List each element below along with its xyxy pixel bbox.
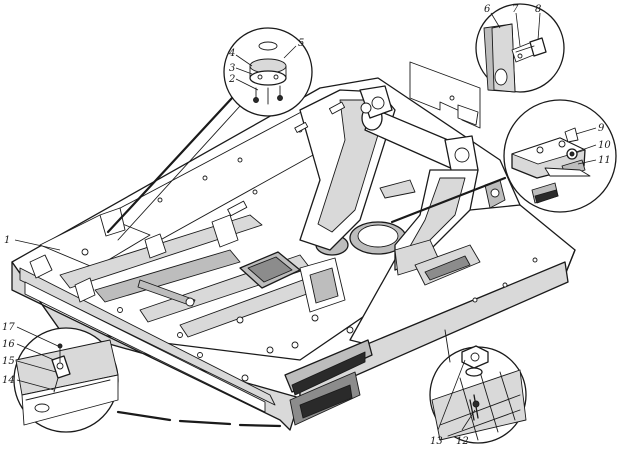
callout-17: 17 bbox=[2, 322, 15, 333]
callout-7: 7 bbox=[512, 4, 519, 15]
callout-9: 9 bbox=[598, 123, 605, 134]
detail-circle-bottom-right bbox=[429, 329, 527, 444]
callout-14: 14 bbox=[2, 375, 15, 386]
callout-4: 4 bbox=[228, 48, 235, 59]
callout-13: 13 bbox=[430, 436, 443, 447]
callout-8: 8 bbox=[535, 4, 541, 15]
callout-16: 16 bbox=[2, 339, 15, 350]
callout-10: 10 bbox=[598, 140, 611, 151]
callout-15: 15 bbox=[2, 356, 15, 367]
callout-1: 1 bbox=[4, 235, 10, 246]
detail-circle-right bbox=[390, 99, 617, 224]
callout-2: 2 bbox=[228, 74, 235, 85]
callout-5: 5 bbox=[298, 38, 304, 49]
main-frame bbox=[11, 61, 576, 431]
callout-12: 12 bbox=[456, 436, 469, 447]
detail-circle-top-right bbox=[475, 3, 565, 93]
callout-labels: 1 2 3 4 5 6 7 8 9 10 11 12 13 14 15 16 1… bbox=[2, 4, 611, 447]
callout-3: 3 bbox=[229, 63, 235, 74]
callout-11: 11 bbox=[598, 155, 611, 166]
detail-circle-top-center bbox=[106, 27, 313, 241]
callout-6: 6 bbox=[484, 4, 491, 15]
